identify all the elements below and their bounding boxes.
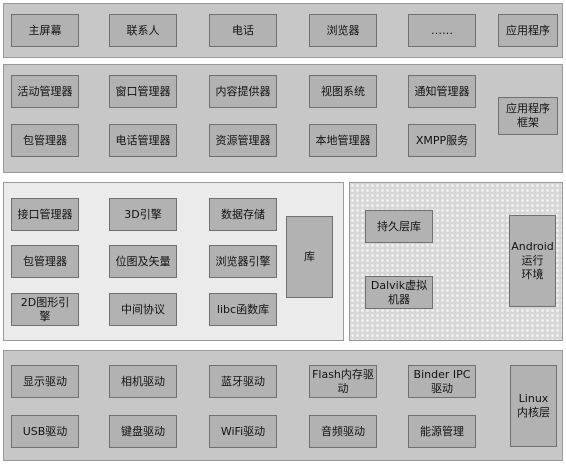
library-browser-engine: 浏览器引擎 [209, 245, 277, 278]
framework-resource-manager: 资源管理器 [209, 124, 277, 157]
library-data-storage: 数据存储 [209, 198, 277, 231]
libraries-label: 库 [286, 216, 333, 298]
framework-content-provider: 内容提供器 [209, 75, 277, 108]
app-more: …… [408, 14, 476, 47]
driver-wifi: WiFi驱动 [209, 415, 277, 448]
framework-layer: 活动管理器 窗口管理器 内容提供器 视图系统 通知管理器 包管理器 电话管理器 … [3, 64, 563, 173]
library-surface-manager: 接口管理器 [11, 198, 79, 231]
driver-usb: USB驱动 [11, 415, 79, 448]
library-2d-graphics-engine: 2D图形引 擎 [11, 293, 79, 326]
library-bitmap-vector: 位图及矢量 [109, 245, 177, 278]
libraries-layer: 接口管理器 3D引擎 数据存储 包管理器 位图及矢量 浏览器引擎 2D图形引 擎… [3, 182, 344, 341]
android-runtime-layer: 持久层库 Dalvik虚拟 机器 Android 运行 环境 [349, 182, 563, 341]
runtime-core-libraries: 持久层库 [365, 210, 433, 243]
framework-package-manager: 包管理器 [11, 124, 79, 157]
applications-layer: 主屏幕 联系人 电话 浏览器 …… 应用程序 [3, 3, 563, 58]
android-runtime-label: Android 运行 环境 [509, 215, 556, 307]
framework-view-system: 视图系统 [309, 75, 377, 108]
driver-bluetooth: 蓝牙驱动 [209, 365, 277, 398]
library-libc: libc函数库 [209, 293, 277, 326]
linux-kernel-layer: 显示驱动 相机驱动 蓝牙驱动 Flash内存驱 动 Binder IPC 驱动 … [3, 350, 563, 461]
driver-keyboard: 键盘驱动 [109, 415, 177, 448]
framework-local-manager: 本地管理器 [309, 124, 377, 157]
linux-kernel-label: Linux 内核层 [510, 365, 557, 447]
framework-telephony-manager: 电话管理器 [109, 124, 177, 157]
driver-camera: 相机驱动 [109, 365, 177, 398]
framework-activity-manager: 活动管理器 [11, 75, 79, 108]
library-middleware-protocol: 中间协议 [109, 293, 177, 326]
app-home-screen: 主屏幕 [11, 14, 79, 47]
library-package-manager: 包管理器 [11, 245, 79, 278]
driver-flash-memory: Flash内存驱 动 [309, 365, 377, 398]
framework-window-manager: 窗口管理器 [109, 75, 177, 108]
driver-binder-ipc: Binder IPC 驱动 [408, 365, 476, 398]
app-phone: 电话 [209, 14, 277, 47]
framework-label: 应用程序 框架 [498, 97, 558, 135]
app-contacts: 联系人 [109, 14, 177, 47]
driver-display: 显示驱动 [11, 365, 79, 398]
power-management: 能源管理 [408, 415, 476, 448]
driver-audio: 音频驱动 [309, 415, 377, 448]
framework-xmpp-service: XMPP服务 [408, 124, 476, 157]
applications-label: 应用程序 [498, 14, 558, 47]
framework-notification-manager: 通知管理器 [408, 75, 476, 108]
app-browser: 浏览器 [309, 14, 377, 47]
library-3d-engine: 3D引擎 [109, 198, 177, 231]
runtime-dalvik-vm: Dalvik虚拟 机器 [365, 276, 433, 309]
